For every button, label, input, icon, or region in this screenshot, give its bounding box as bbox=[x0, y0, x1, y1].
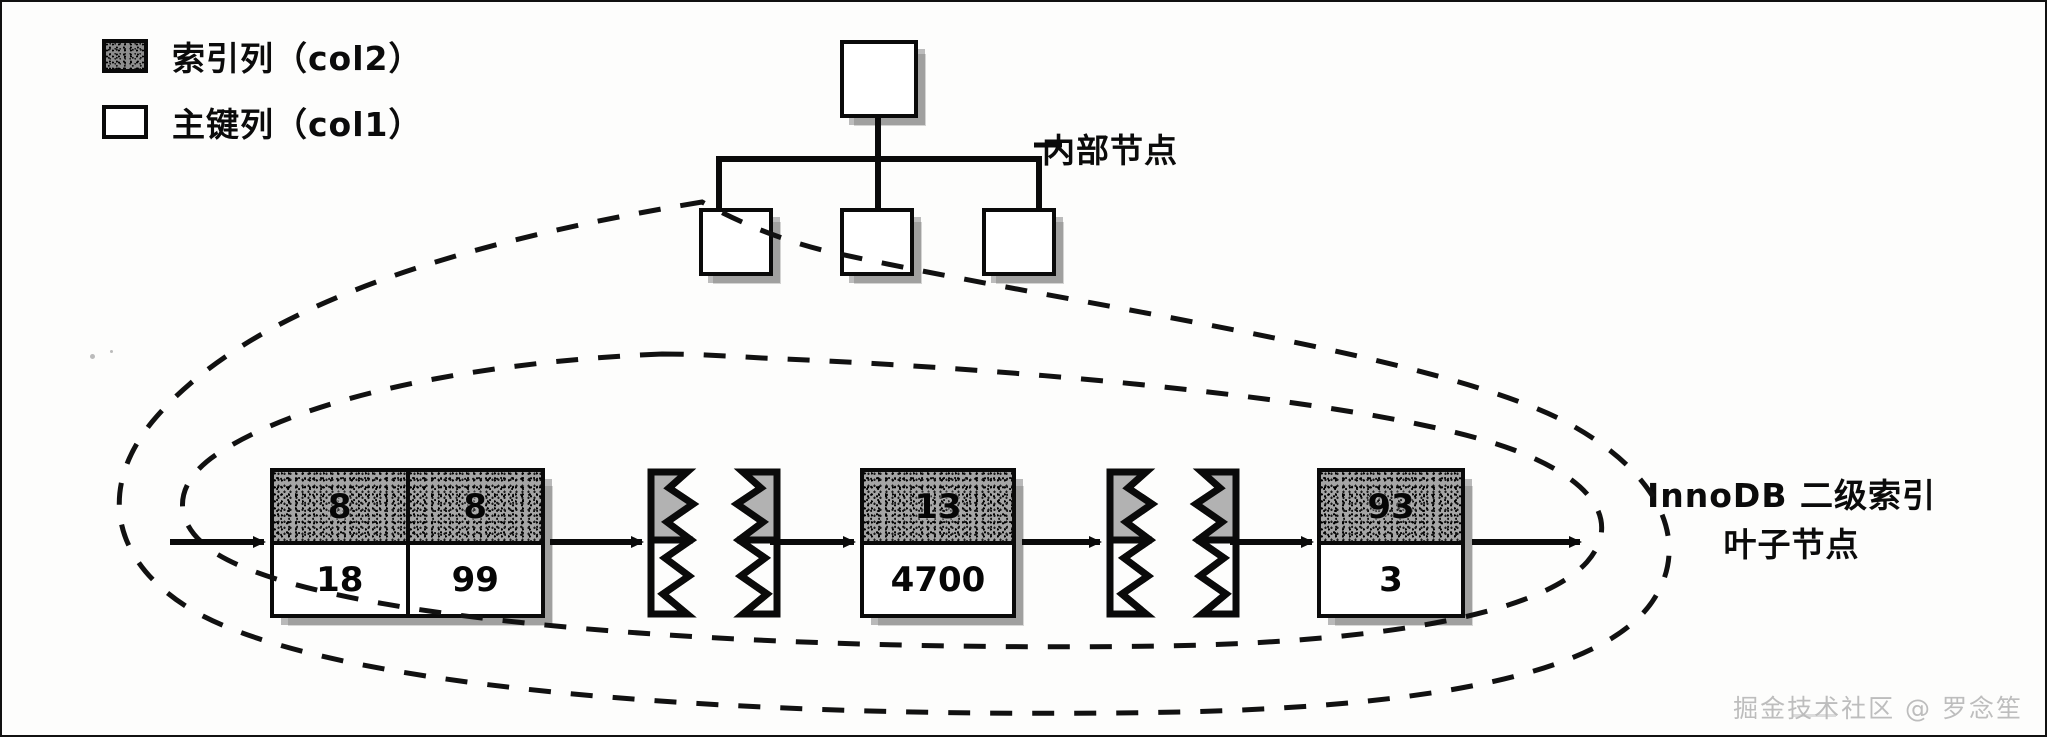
index-value-cell: 8 bbox=[409, 472, 541, 545]
leaf-node-record: 93 3 bbox=[1317, 468, 1465, 618]
leaf-column: 93 3 bbox=[1321, 472, 1461, 614]
tree-root-node bbox=[840, 40, 918, 118]
legend: 索引列（col2） 主键列（col1） bbox=[102, 30, 423, 162]
index-value-cell: 13 bbox=[864, 472, 1012, 545]
tree-child-node-1 bbox=[699, 208, 773, 276]
leaf-node-caption-line-2: 叶子节点 bbox=[1723, 524, 1860, 564]
tree-connector-drop-right bbox=[1036, 156, 1042, 208]
leaf-node-record: 13 4700 bbox=[860, 468, 1016, 618]
tree-connector-drop-left bbox=[716, 156, 722, 208]
primary-key-value-cell: 3 bbox=[1321, 545, 1461, 614]
tree-child-node-3 bbox=[982, 208, 1056, 276]
leaf-column: 8 99 bbox=[405, 472, 541, 614]
index-value-cell: 8 bbox=[274, 472, 406, 545]
shaded-box-icon bbox=[102, 39, 148, 73]
primary-key-value-cell: 18 bbox=[274, 545, 406, 614]
zigzag-break-icon bbox=[1106, 468, 1240, 620]
scan-speck bbox=[110, 350, 113, 353]
leaf-node-record: 8 18 8 99 bbox=[270, 468, 545, 618]
legend-item-label: 索引列（col2） bbox=[172, 39, 423, 78]
leaf-column: 13 4700 bbox=[864, 472, 1012, 614]
tree-connector-root-stem bbox=[875, 118, 881, 158]
index-value-cell: 93 bbox=[1321, 472, 1461, 545]
legend-item-primary-key-column: 主键列（col1） bbox=[102, 96, 423, 148]
legend-item-label: 主键列（col1） bbox=[172, 105, 423, 144]
callout-outer-dashed-path bbox=[116, 199, 1672, 716]
tree-child-node-2 bbox=[840, 208, 914, 276]
tree-connector-drop-middle bbox=[875, 156, 881, 208]
primary-key-value-cell: 99 bbox=[409, 545, 541, 614]
watermark: 掘金技术社区 @ 罗念笙 bbox=[1733, 694, 2023, 723]
leaf-node-caption: InnoDB 二级索引 叶子节点 bbox=[1647, 472, 1936, 570]
plain-box-icon bbox=[102, 105, 148, 139]
primary-key-value-cell: 4700 bbox=[864, 545, 1012, 614]
leaf-column: 8 18 bbox=[274, 472, 406, 614]
zigzag-break-icon bbox=[647, 468, 781, 620]
legend-item-index-column: 索引列（col2） bbox=[102, 30, 423, 82]
scan-speck bbox=[90, 354, 95, 359]
leaf-node-caption-line-1: InnoDB 二级索引 bbox=[1647, 476, 1936, 515]
scan-speck bbox=[1792, 714, 1836, 717]
internal-node-label: 内部节点 bbox=[1042, 131, 1178, 170]
